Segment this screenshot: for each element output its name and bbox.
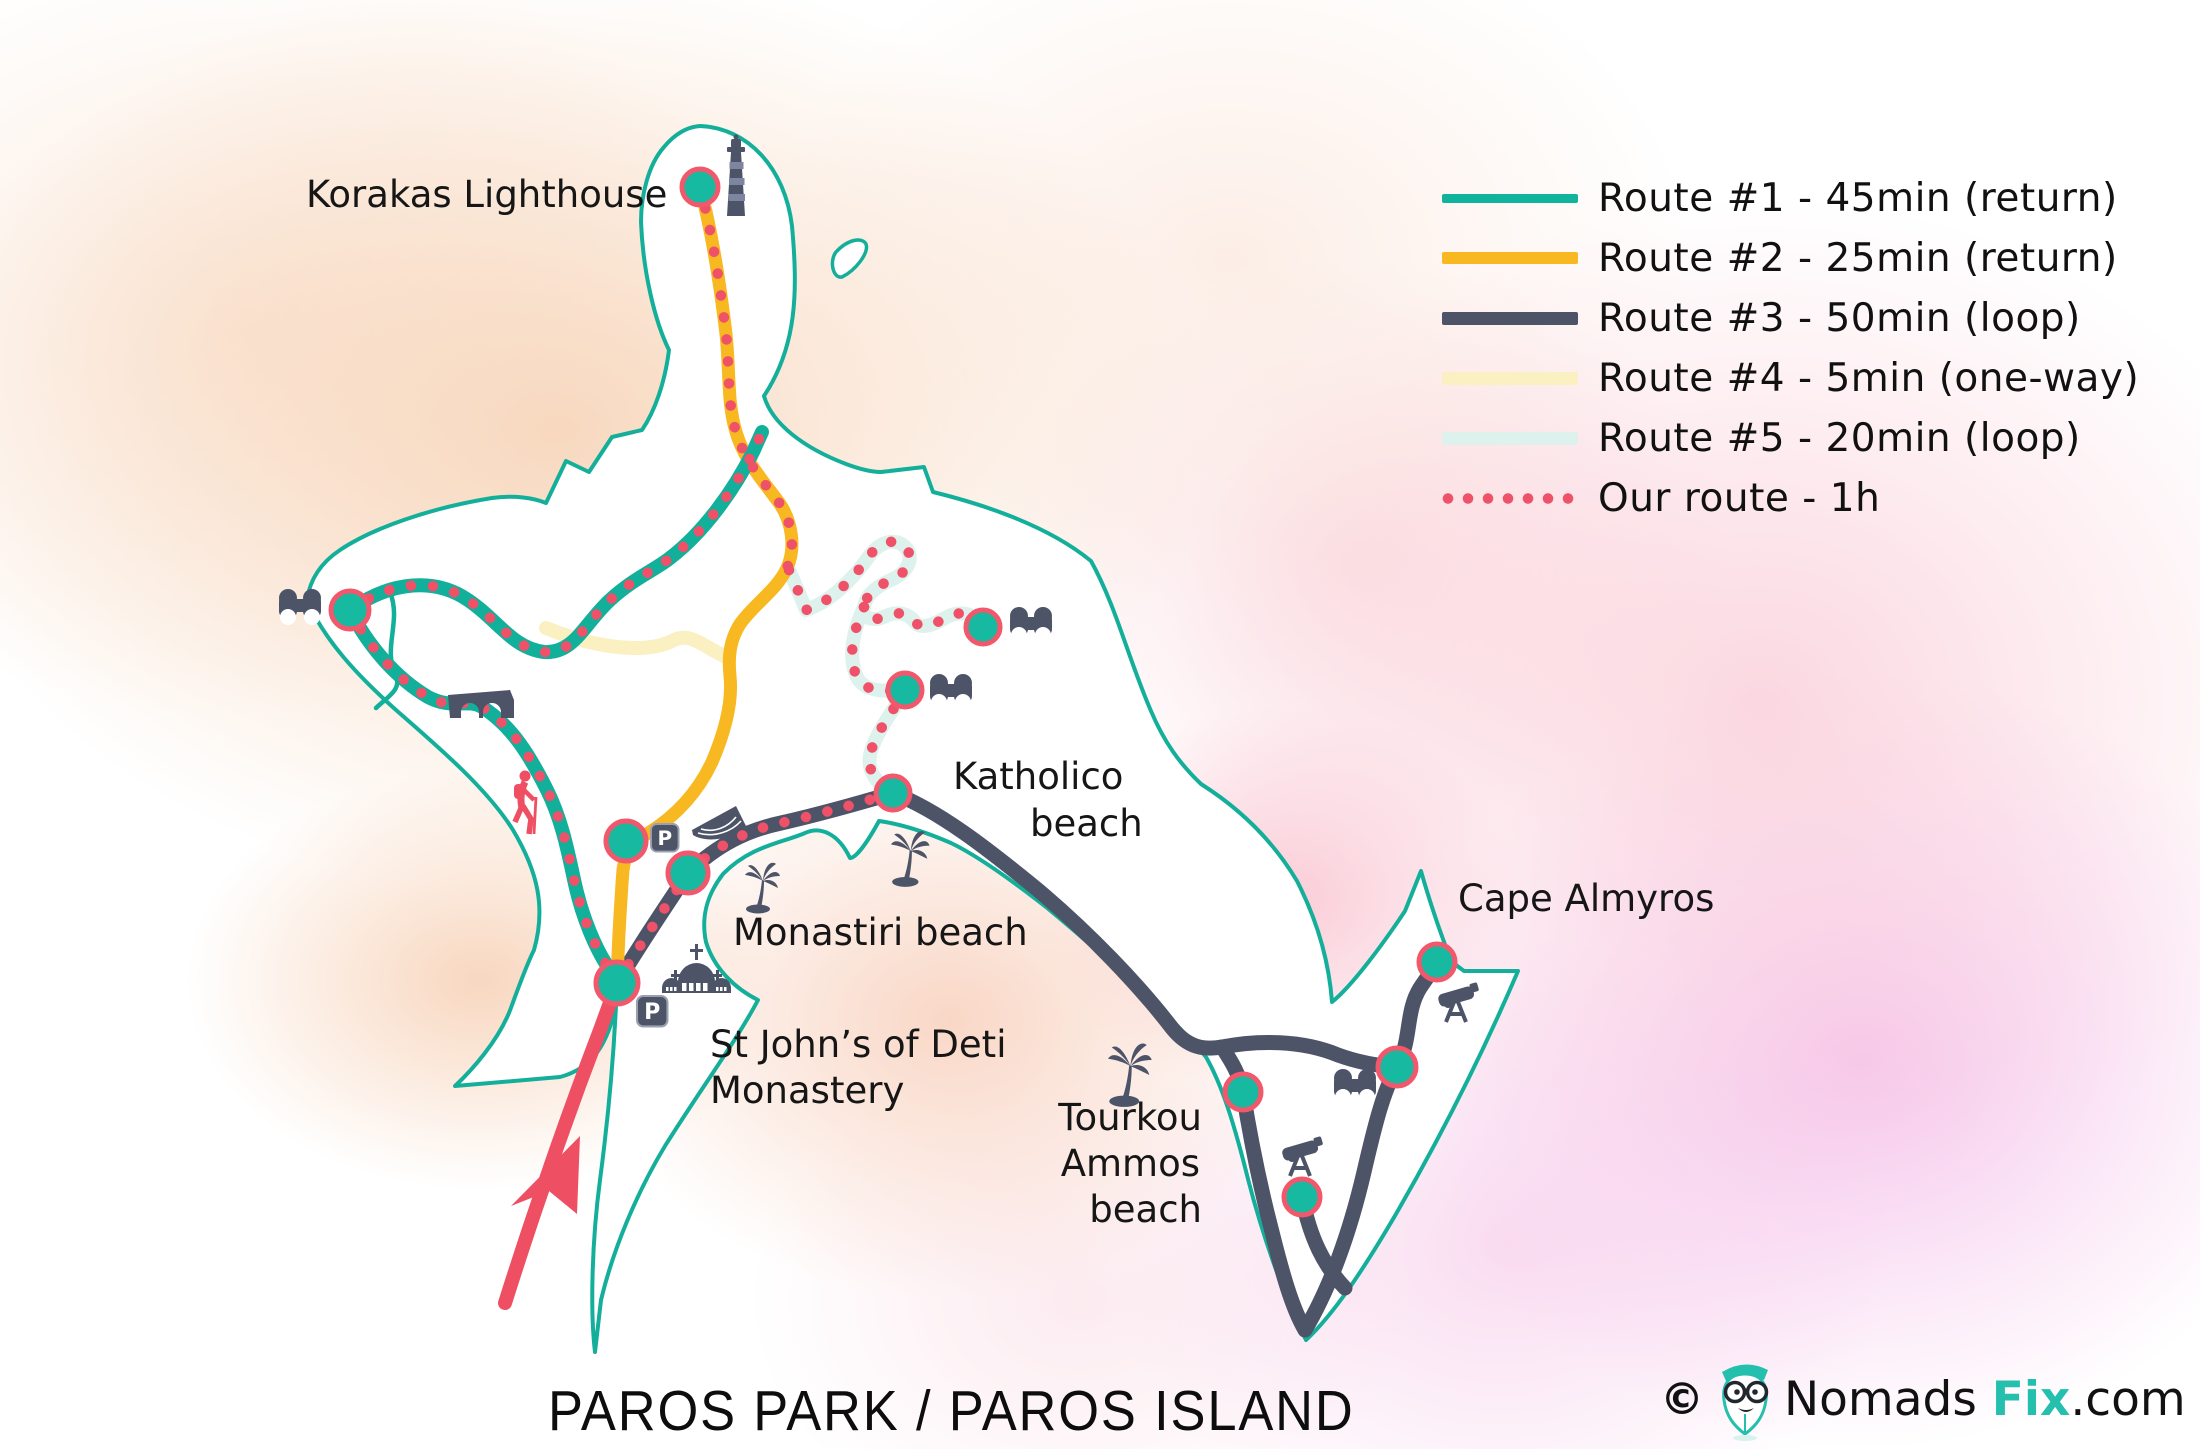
map-title: PAROS PARK / PAROS ISLAND xyxy=(548,1379,1355,1443)
legend-swatch-5 xyxy=(1442,431,1578,445)
waypoint-marker-5 xyxy=(603,818,649,864)
legend-swatch-1 xyxy=(1442,193,1578,203)
legend-swatch-4 xyxy=(1442,371,1578,385)
place-label-monastiri-beach: Monastiri beach xyxy=(733,911,1028,954)
legend-item-1: Route #1 - 45min (return) xyxy=(1442,168,2139,228)
waypoint-marker-3 xyxy=(885,670,925,710)
waypoint-marker-0 xyxy=(679,166,721,208)
waypoint-markers xyxy=(328,166,1458,1218)
brand-wordmark: Nomads Fix.com xyxy=(1784,1372,2186,1427)
legend-label-6: Our route - 1h xyxy=(1598,475,1881,521)
legend-label-5: Route #5 - 20min (loop) xyxy=(1598,415,2081,461)
parking-icon xyxy=(650,823,680,853)
legend-swatch-6 xyxy=(1442,492,1578,504)
waypoint-marker-2 xyxy=(963,607,1003,647)
parking-icon xyxy=(635,994,669,1028)
waypoint-marker-4 xyxy=(873,773,913,813)
legend-item-4: Route #4 - 5min (one-way) xyxy=(1442,348,2139,408)
offshore-islet xyxy=(830,238,869,279)
island-outline xyxy=(305,124,1520,1354)
waypoint-marker-7 xyxy=(593,959,641,1007)
waypoint-marker-1 xyxy=(328,588,372,632)
place-label-katholico-line1: Katholico xyxy=(953,755,1124,798)
legend-item-5: Route #5 - 20min (loop) xyxy=(1442,408,2139,468)
binoculars-icon xyxy=(279,589,321,625)
place-label-katholico-line2: beach xyxy=(1030,802,1143,845)
legend-swatch-2 xyxy=(1442,252,1578,264)
legend-label-3: Route #3 - 50min (loop) xyxy=(1598,295,2081,341)
brand-domain: .com xyxy=(2070,1371,2186,1427)
waypoint-marker-8 xyxy=(1416,941,1458,983)
legend-item-6: Our route - 1h xyxy=(1442,468,2139,528)
place-label-st-johns-line2: Monastery xyxy=(710,1069,905,1112)
route-4-path xyxy=(539,621,735,665)
route-1-spur-trail xyxy=(373,589,400,711)
waypoint-marker-10 xyxy=(1222,1071,1264,1113)
brand-nomads: Nomads xyxy=(1784,1371,1977,1427)
owl-mascot-icon xyxy=(1722,1364,1769,1441)
our-route-solid xyxy=(498,976,624,1310)
place-label-st-johns-line1: St John’s of Deti xyxy=(710,1023,1007,1066)
place-label-cape-almyros: Cape Almyros xyxy=(1458,877,1715,920)
waypoint-marker-11 xyxy=(1281,1176,1323,1218)
place-label-tourkou-line2: Ammos xyxy=(1060,1142,1200,1185)
legend-swatch-3 xyxy=(1442,311,1578,325)
place-label-korakas-lighthouse: Korakas Lighthouse xyxy=(306,173,668,216)
waypoint-marker-9 xyxy=(1375,1045,1419,1089)
palm-icon xyxy=(891,831,930,887)
legend-item-3: Route #3 - 50min (loop) xyxy=(1442,288,2139,348)
legend-item-2: Route #2 - 25min (return) xyxy=(1442,228,2139,288)
our-route-arrowhead xyxy=(511,1136,580,1214)
waypoint-marker-6 xyxy=(665,850,711,896)
place-label-tourkou-line3: beach xyxy=(1089,1188,1202,1231)
place-label-tourkou-line1: Tourkou xyxy=(1058,1096,1202,1139)
route-legend: Route #1 - 45min (return) Route #2 - 25mi… xyxy=(1442,168,2139,528)
footer-watermark: © Nomads Fix.com xyxy=(1660,1356,2186,1442)
legend-label-1: Route #1 - 45min (return) xyxy=(1598,175,2118,221)
brand-fix: Fix xyxy=(1991,1371,2071,1427)
legend-label-4: Route #4 - 5min (one-way) xyxy=(1598,355,2140,401)
legend-label-2: Route #2 - 25min (return) xyxy=(1598,235,2118,281)
copyright-symbol: © xyxy=(1660,1373,1704,1425)
palm-icon xyxy=(745,862,780,914)
